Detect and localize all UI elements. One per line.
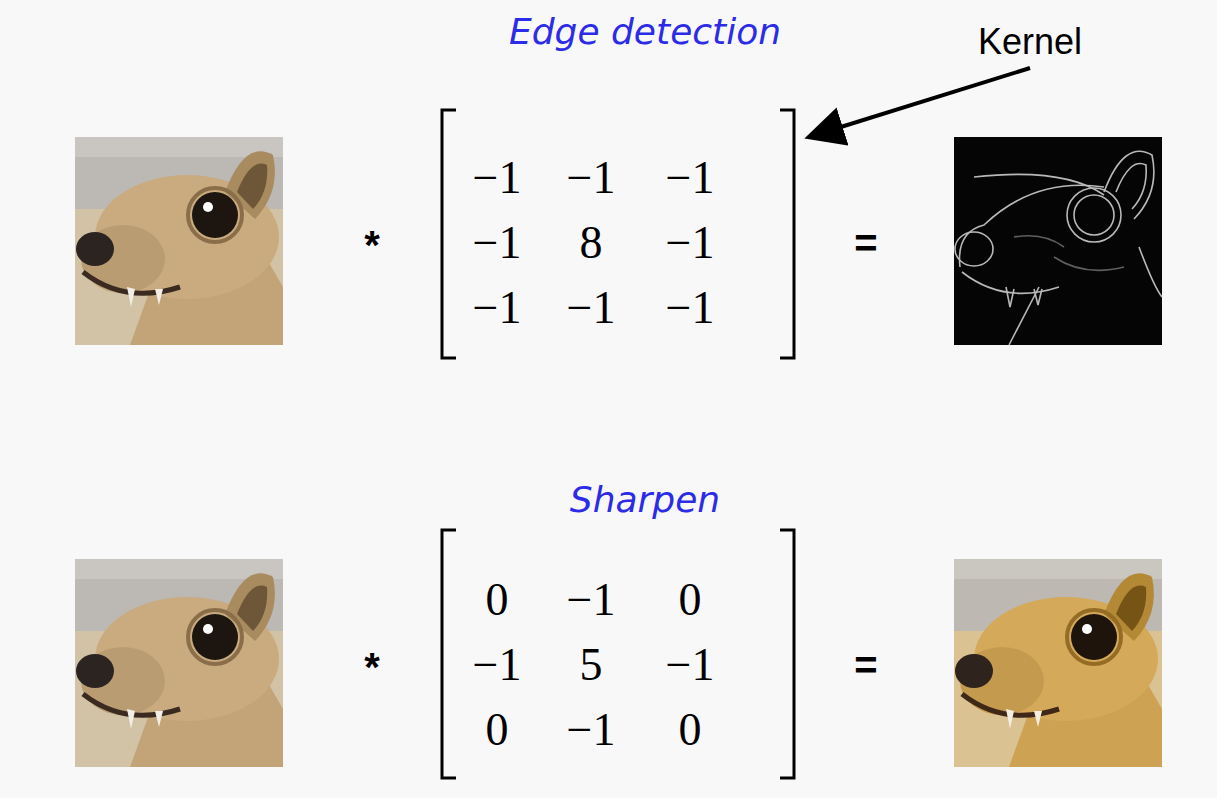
matrix-cell: 0	[679, 577, 702, 623]
input-image	[75, 559, 283, 767]
operator: =	[854, 645, 877, 685]
matrix-cell: −1	[666, 155, 715, 201]
callout-label: Kernel	[978, 24, 1082, 60]
matrix-cell: 0	[486, 707, 509, 753]
edge-output-image	[954, 137, 1162, 345]
matrix-bracket	[442, 110, 794, 778]
matrix-cell: −1	[567, 707, 616, 753]
heading: Sharpen	[570, 482, 720, 518]
matrix-cell: 0	[486, 577, 509, 623]
heading: Edge detection	[509, 14, 781, 50]
kernel-pointer	[812, 68, 1030, 136]
matrix-cell: 8	[580, 220, 603, 266]
matrix-cell: 0	[679, 707, 702, 753]
matrix-cell: −1	[666, 220, 715, 266]
matrix-cell: −1	[473, 285, 522, 331]
sharpened-output-image	[954, 559, 1162, 767]
matrix-cell: −1	[567, 577, 616, 623]
matrix-cell: −1	[567, 155, 616, 201]
matrix-cell: −1	[666, 642, 715, 688]
matrix-cell: −1	[473, 220, 522, 266]
operator: =	[854, 223, 877, 263]
matrix-cell: −1	[666, 285, 715, 331]
matrix-cell: −1	[473, 155, 522, 201]
operator: *	[364, 225, 380, 265]
matrix-cell: 5	[580, 642, 603, 688]
operator: *	[364, 647, 380, 687]
input-image	[75, 137, 283, 345]
matrix-cell: −1	[567, 285, 616, 331]
matrix-cell: −1	[473, 642, 522, 688]
